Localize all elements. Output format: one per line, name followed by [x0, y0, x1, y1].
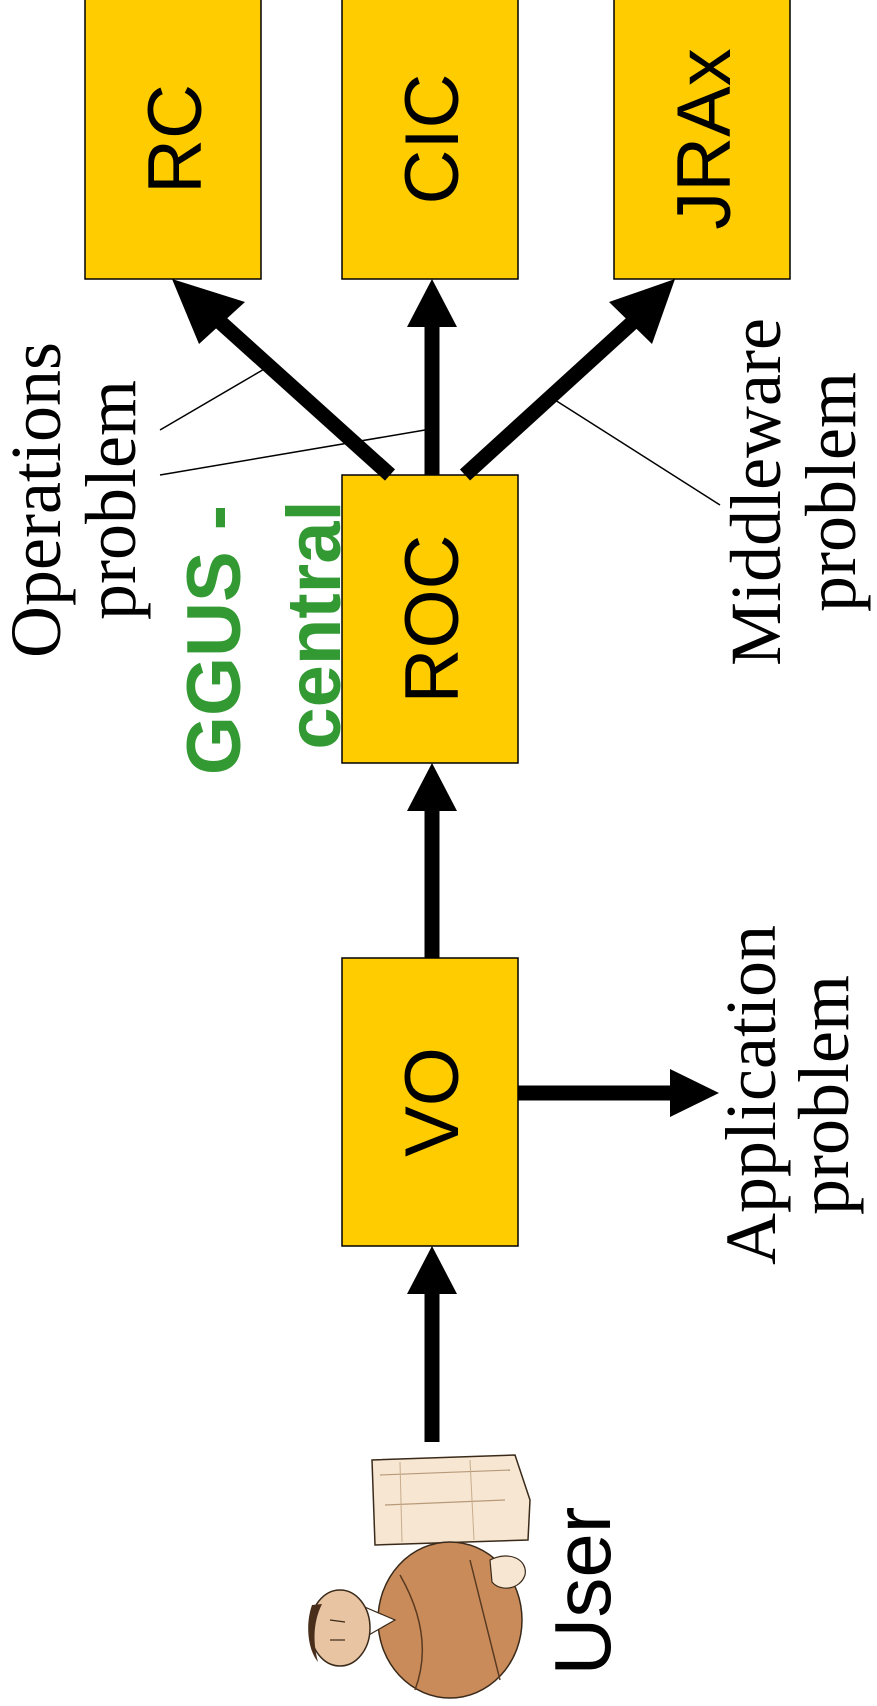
application-label-line1: Application: [711, 925, 791, 1265]
person-clipart-icon: [308, 1454, 531, 1699]
operations-label-line2: problem: [71, 380, 151, 620]
arrow-roc-to-rc: [172, 279, 396, 481]
operations-label-line1: Operations: [0, 342, 76, 658]
application-label-line2: problem: [784, 975, 864, 1215]
arrow-user-to-vo: [407, 1246, 457, 1442]
middleware-label-line2: problem: [791, 372, 871, 612]
rc-label: RC: [133, 84, 218, 194]
arrow-roc-to-jrax: [459, 279, 675, 481]
jrax-box: JRAx: [613, 0, 791, 280]
operations-callout-lines: [159, 367, 426, 476]
cic-box: CIC: [341, 0, 519, 280]
ggus-label-line2: central: [272, 500, 357, 749]
ggus-label-line1: GGUS -: [172, 505, 257, 775]
middleware-callout-line: [554, 399, 721, 506]
user-label: User: [538, 1507, 627, 1676]
arrow-vo-to-roc: [407, 763, 457, 958]
rc-box: RC: [84, 0, 262, 280]
vo-box: VO: [341, 957, 519, 1247]
middleware-label-line1: Middleware: [716, 318, 796, 666]
vo-label: VO: [390, 1047, 475, 1157]
arrow-roc-to-cic: [407, 279, 457, 475]
cic-label: CIC: [390, 74, 475, 205]
roc-box: ROC: [341, 474, 519, 764]
roc-label: ROC: [390, 535, 475, 704]
jrax-label: JRAx: [662, 48, 747, 230]
arrow-vo-to-application: [518, 1069, 719, 1117]
